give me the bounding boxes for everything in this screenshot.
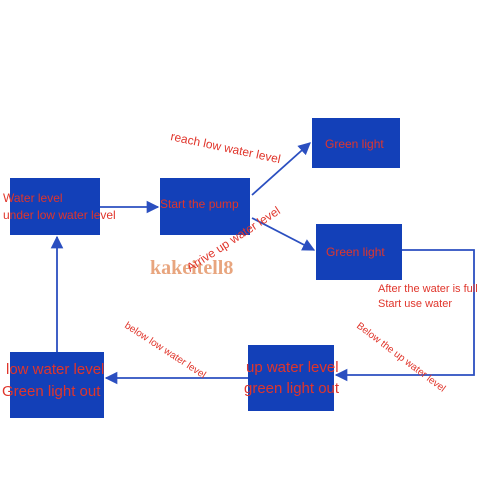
node-water-level-low-box [10,178,100,235]
node-start-pump-box [160,178,250,235]
node-water-level-low-line1: Water level [3,191,63,205]
watermark: kakeitell8 [150,257,233,279]
edge-pump-to-green-mid [251,217,316,251]
node-up-water-level-box [248,345,334,411]
node-start-pump-label: Start the pump [160,197,239,211]
node-low-water-level-box [10,352,104,418]
edge-label-below-up: Below the up water level [354,321,447,395]
edge-green-mid-to-up-water [334,249,475,382]
node-green-light-top-box [312,118,400,168]
node-up-water-level-line2: green light out [244,380,340,397]
node-low-water-level-line1: low water level [6,361,104,378]
node-green-light-mid-label: Green light [326,245,385,259]
edge-label-below-low: below low water level [122,320,207,381]
edge-label-after-full-2: Start use water [378,298,452,310]
node-low-water-level-line2: Green light out [2,383,101,400]
node-green-light-mid-box [316,224,402,280]
node-water-level-low-line2: under low water level [3,208,116,222]
edge-label-reach-low: reach low water level [169,129,282,166]
node-green-light-top-label: Green light [325,137,384,151]
edge-label-after-full-1: After the water is full [378,283,478,295]
edge-pump-to-green-top [251,142,311,196]
node-up-water-level-line1: up water level [246,359,339,376]
